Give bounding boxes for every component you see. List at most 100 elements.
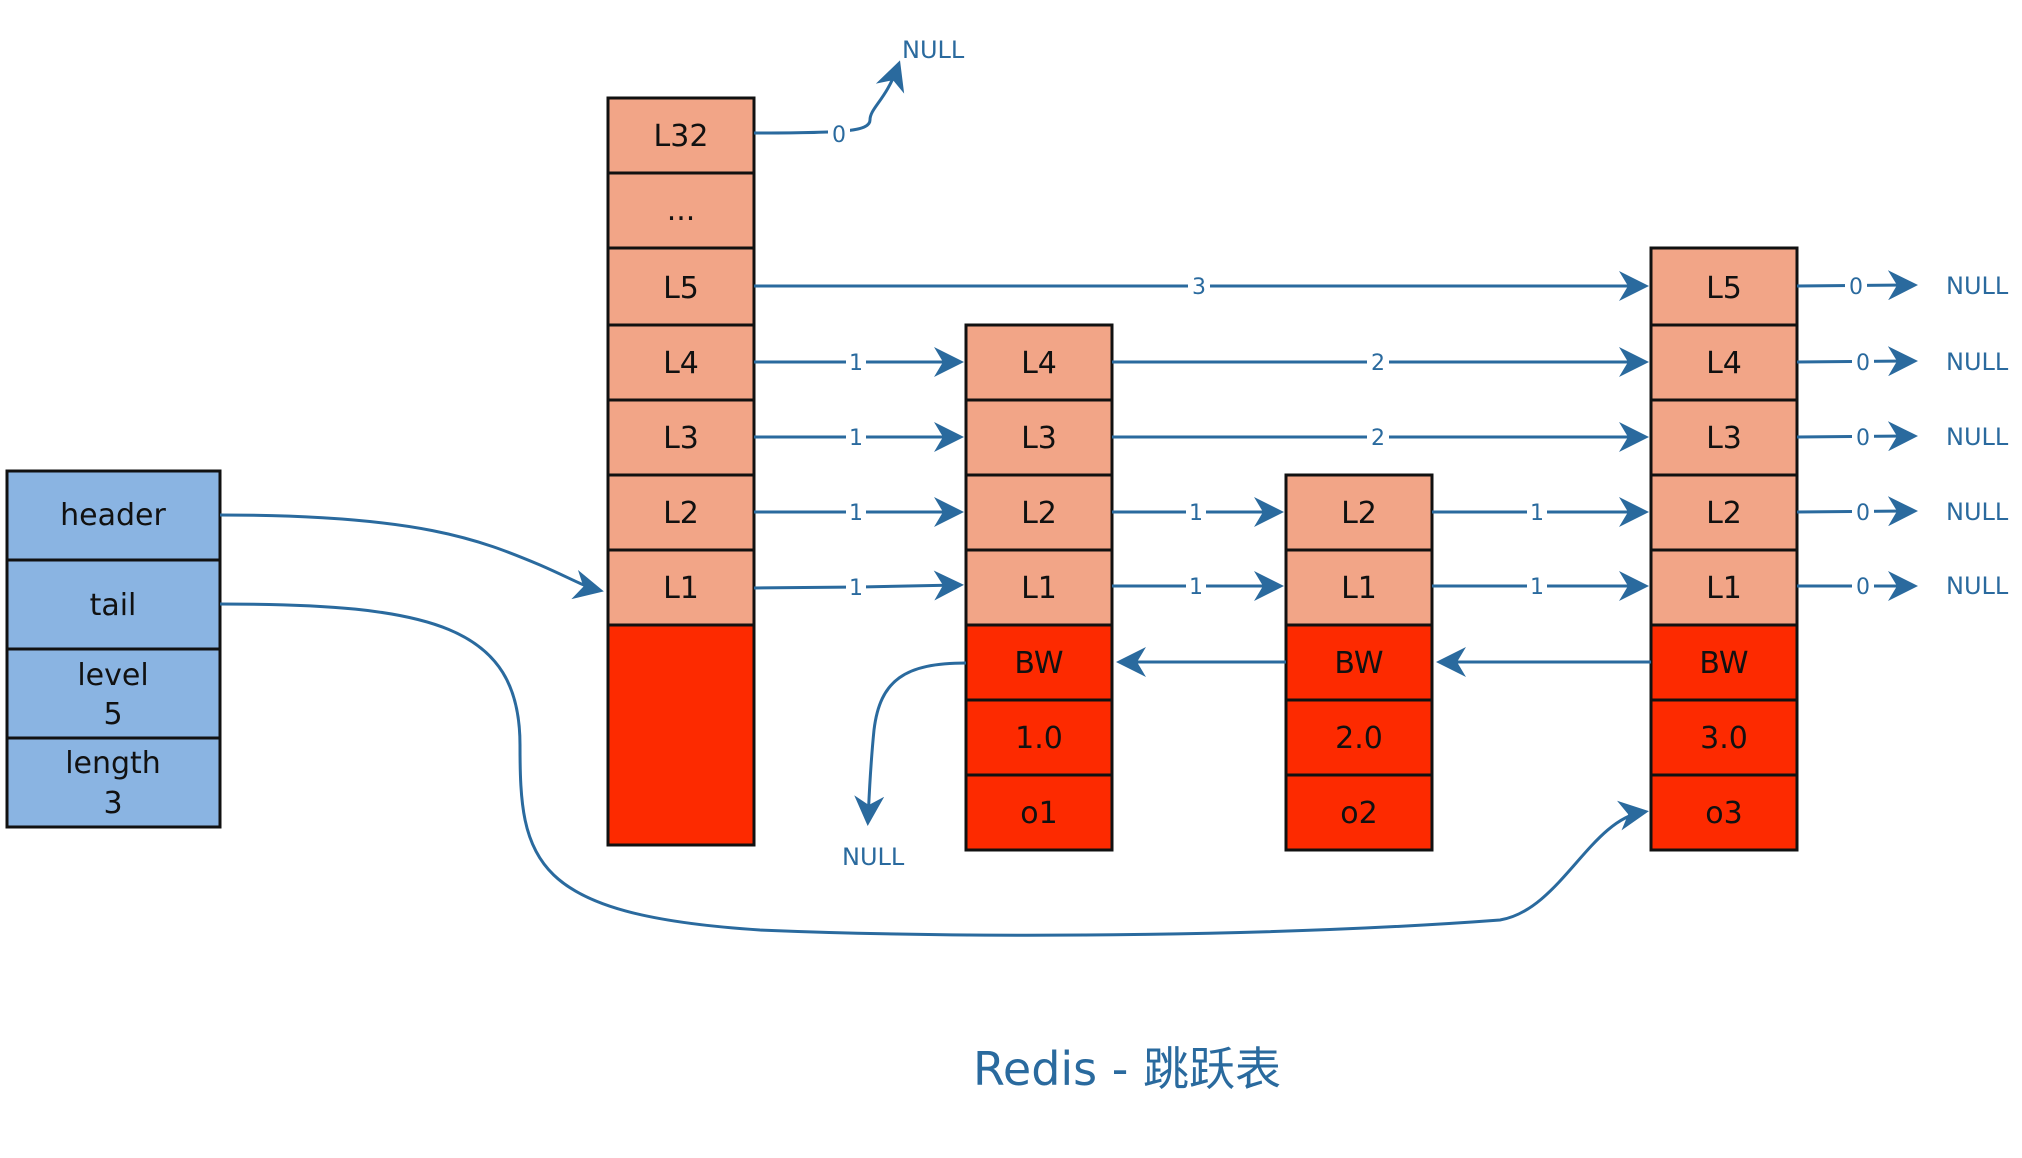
l3-span-a: 1 (849, 426, 863, 451)
node1-level-l4-label: L4 (1021, 346, 1057, 381)
header-level-l2-label: L2 (663, 496, 699, 531)
node3-backward (1649, 623, 1799, 702)
skiplist-node-o1: L4 L3 L2 L1 BW 1.0 o1 (964, 323, 1114, 852)
l2-span-a: 1 (849, 501, 863, 526)
node1-score-label: 1.0 (1015, 721, 1063, 756)
node3-level-l1-label: L1 (1706, 571, 1742, 606)
header-data-block (606, 623, 756, 847)
node1-obj-label: o1 (1020, 796, 1057, 831)
l4-span-a-bg (846, 348, 866, 376)
l2-span-c: 1 (1530, 501, 1544, 526)
tail-l3-span: 0 (1856, 426, 1870, 451)
node3-score-label: 3.0 (1700, 721, 1748, 756)
tail-l2-span-bg (1852, 498, 1874, 526)
node2-level-l1 (1284, 548, 1434, 627)
node3-obj (1649, 773, 1799, 852)
tail-field (5, 558, 222, 651)
header-level-l4 (606, 323, 756, 402)
tail-label: tail (90, 588, 137, 623)
l4-span-b: 2 (1371, 351, 1385, 376)
l5-span-bg (1188, 272, 1210, 300)
l1-span-c-bg (1527, 572, 1547, 600)
node3-level-l5 (1649, 246, 1799, 327)
node1-level-l3-label: L3 (1021, 421, 1057, 456)
null-label-backward: NULL (842, 843, 905, 871)
l3-span-b-bg (1367, 423, 1389, 451)
node2-score (1284, 698, 1434, 777)
level-label: level (77, 658, 148, 693)
header-level-l1-label: L1 (663, 571, 699, 606)
l5-span: 3 (1192, 275, 1206, 300)
length-label: length (65, 746, 161, 781)
tail-l3-span-bg (1852, 423, 1874, 451)
l2-span-b-bg (1186, 498, 1206, 526)
header-node: L32 ... L5 L4 L3 L2 L1 (606, 96, 756, 847)
node2-obj (1284, 773, 1434, 852)
l1-span-a: 1 (849, 576, 863, 601)
node2-score-label: 2.0 (1335, 721, 1383, 756)
node1-level-l2-label: L2 (1021, 496, 1057, 531)
skiplist-node-o3: L5 L4 L3 L2 L1 BW 3.0 o3 (1649, 246, 1799, 852)
node1-obj (964, 773, 1114, 852)
header-level-l5-label: L5 (663, 271, 699, 306)
tail-l1-span-bg (1852, 572, 1874, 600)
node2-level-l2-label: L2 (1341, 496, 1377, 531)
node2-obj-label: o2 (1340, 796, 1377, 831)
null-label-l4: NULL (1946, 348, 2009, 376)
l1-span-b: 1 (1189, 575, 1203, 600)
node3-backward-label: BW (1699, 646, 1748, 681)
node1-backward-arrow (854, 661, 967, 826)
node3-level-l5-label: L5 (1706, 271, 1742, 306)
l4-span-a: 1 (849, 351, 863, 376)
node1-level-l2 (964, 473, 1114, 552)
node3-level-l2 (1649, 473, 1799, 552)
l1-span-a-bg (846, 573, 866, 601)
null-label-l3: NULL (1946, 423, 2009, 451)
l4-span-b-bg (1367, 348, 1389, 376)
length-value: 3 (103, 786, 122, 821)
header-level-l3-label: L3 (663, 421, 699, 456)
node1-score (964, 698, 1114, 777)
header-level-ellipsis-label: ... (667, 193, 696, 228)
header-level-l32-label: L32 (654, 119, 709, 154)
skiplist-node-o2: L2 L1 BW 2.0 o2 (1284, 473, 1434, 852)
node3-level-l3-label: L3 (1706, 421, 1742, 456)
diagram-caption: Redis - 跳跃表 (973, 1042, 1281, 1096)
tail-l4-span-bg (1852, 348, 1874, 376)
l32-forward-arrow (753, 60, 905, 135)
node3-level-l2-label: L2 (1706, 496, 1742, 531)
null-label-l5: NULL (1946, 272, 2009, 300)
header-level-ellipsis (606, 171, 756, 250)
node1-backward-label: BW (1014, 646, 1063, 681)
header-label: header (60, 498, 166, 533)
tail-pointer-arrow (219, 602, 1649, 937)
node3-score (1649, 698, 1799, 777)
level-value: 5 (103, 697, 122, 732)
header-field (5, 469, 222, 562)
l2-span-a-bg (846, 498, 866, 526)
node1-level-l4 (964, 323, 1114, 402)
null-label-l1: NULL (1946, 572, 2009, 600)
tail-l5-span-bg (1845, 272, 1867, 300)
l3-span-a-bg (846, 423, 866, 451)
node3-level-l4-label: L4 (1706, 346, 1742, 381)
l1-span-b-bg (1186, 572, 1206, 600)
node2-backward-label: BW (1334, 646, 1383, 681)
node2-level-l1-label: L1 (1341, 571, 1377, 606)
tail-l2-span: 0 (1856, 501, 1870, 526)
zskiplist-struct: header tail level 5 length 3 (5, 469, 222, 829)
null-label-top: NULL (902, 36, 965, 64)
l32-span: 0 (832, 123, 846, 148)
node3-level-l3 (1649, 398, 1799, 477)
header-pointer-arrow (219, 513, 604, 600)
l1-span-c: 1 (1530, 575, 1544, 600)
null-label-l2: NULL (1946, 498, 2009, 526)
l3-span-b: 2 (1371, 426, 1385, 451)
l32-span-bg (828, 120, 850, 148)
l2-span-b: 1 (1189, 501, 1203, 526)
node1-level-l1-label: L1 (1021, 571, 1057, 606)
node2-level-l2 (1284, 473, 1434, 552)
header-level-l2 (606, 473, 756, 552)
tail-l5-span: 0 (1849, 275, 1863, 300)
